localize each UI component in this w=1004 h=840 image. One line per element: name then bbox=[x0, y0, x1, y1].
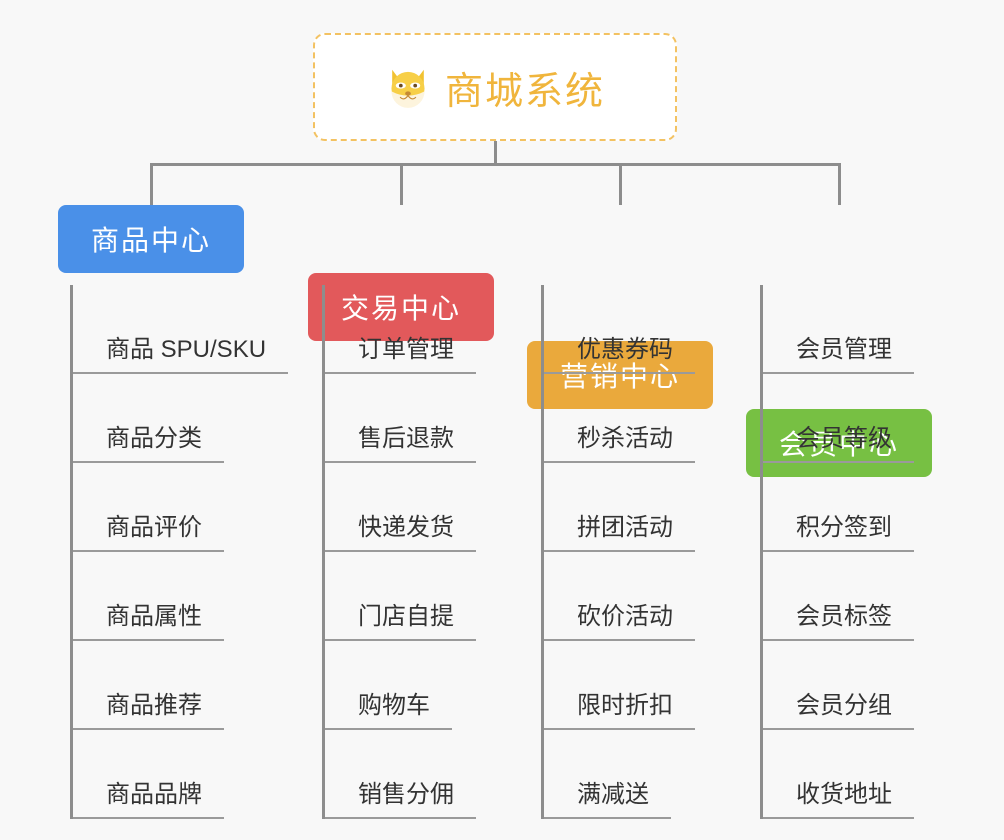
root-node[interactable]: 商城系统 bbox=[313, 33, 677, 141]
branch-label: 交易中心 bbox=[340, 293, 461, 324]
leaf-label: 砍价活动 bbox=[544, 605, 695, 641]
leaf-label: 满减送 bbox=[544, 783, 671, 819]
root-title: 商城系统 bbox=[444, 70, 605, 113]
leaf-label: 会员标签 bbox=[763, 605, 914, 641]
leaf-label: 商品属性 bbox=[73, 605, 224, 641]
branch-label: 商品中心 bbox=[90, 225, 211, 256]
connector-branch-drop-2 bbox=[400, 163, 403, 205]
branch-node-3[interactable]: 营销中心 bbox=[527, 341, 713, 409]
leaf-item[interactable]: 商品分类 bbox=[73, 374, 288, 463]
connector-branch-drop-1 bbox=[150, 163, 153, 205]
branch-node-2[interactable]: 交易中心 bbox=[308, 273, 494, 341]
leaf-item[interactable]: 订单管理 bbox=[325, 285, 476, 374]
leaf-item[interactable]: 拼团活动 bbox=[544, 463, 695, 552]
leaf-item[interactable]: 满减送 bbox=[544, 730, 695, 819]
leaf-label: 积分签到 bbox=[763, 516, 914, 552]
leaf-item[interactable]: 快递发货 bbox=[325, 463, 476, 552]
connector-branch-drop-3 bbox=[619, 163, 622, 205]
leaf-item[interactable]: 购物车 bbox=[325, 641, 476, 730]
connector-branch-drop-4 bbox=[838, 163, 841, 205]
branch-node-4[interactable]: 会员中心 bbox=[746, 409, 932, 477]
leaf-item[interactable]: 商品 SPU/SKU bbox=[73, 285, 289, 374]
leaf-label: 销售分佣 bbox=[325, 783, 476, 819]
branch-node-1[interactable]: 商品中心 bbox=[58, 205, 244, 273]
leaf-item[interactable]: 收货地址 bbox=[763, 730, 914, 819]
leaf-label: 门店自提 bbox=[325, 605, 476, 641]
leaf-label: 商品评价 bbox=[73, 516, 224, 552]
leaf-label: 会员分组 bbox=[763, 694, 914, 730]
leaf-item[interactable]: 商品品牌 bbox=[73, 730, 288, 819]
leaf-list-1: 商品 SPU/SKU 商品分类商品评价商品属性商品推荐商品品牌 bbox=[70, 285, 289, 819]
leaf-item[interactable]: 门店自提 bbox=[325, 552, 476, 641]
branch-label: 营销中心 bbox=[559, 361, 680, 392]
leaf-item[interactable]: 秒杀活动 bbox=[544, 374, 695, 463]
leaf-item[interactable]: 商品评价 bbox=[73, 463, 288, 552]
leaf-item[interactable]: 会员等级 bbox=[763, 374, 914, 463]
leaf-label: 商品分类 bbox=[73, 427, 224, 463]
leaf-item[interactable]: 限时折扣 bbox=[544, 641, 695, 730]
leaf-label: 售后退款 bbox=[325, 427, 476, 463]
leaf-label: 商品品牌 bbox=[73, 783, 224, 819]
leaf-label: 收货地址 bbox=[763, 783, 914, 819]
leaf-label: 拼团活动 bbox=[544, 516, 695, 552]
branch-label: 会员中心 bbox=[778, 429, 899, 460]
leaf-label: 快递发货 bbox=[325, 516, 476, 552]
leaf-label: 优惠券码 bbox=[544, 338, 695, 374]
leaf-list-2: 订单管理售后退款快递发货门店自提购物车销售分佣 bbox=[322, 285, 476, 819]
leaf-list-3: 优惠券码秒杀活动拼团活动砍价活动限时折扣满减送 bbox=[541, 285, 695, 819]
leaf-list-4: 会员管理会员等级积分签到会员标签会员分组收货地址 bbox=[760, 285, 914, 819]
leaf-item[interactable]: 销售分佣 bbox=[325, 730, 476, 819]
leaf-item[interactable]: 会员管理 bbox=[763, 285, 914, 374]
leaf-label: 订单管理 bbox=[325, 338, 476, 374]
leaf-item[interactable]: 砍价活动 bbox=[544, 552, 695, 641]
dog-face-icon bbox=[385, 64, 431, 110]
leaf-label: 商品推荐 bbox=[73, 694, 224, 730]
connector-root-stem bbox=[494, 141, 497, 166]
leaf-item[interactable]: 会员标签 bbox=[763, 552, 914, 641]
connector-bus bbox=[150, 163, 841, 166]
leaf-item[interactable]: 售后退款 bbox=[325, 374, 476, 463]
leaf-label: 限时折扣 bbox=[544, 694, 695, 730]
leaf-label: 购物车 bbox=[325, 694, 452, 730]
leaf-item[interactable]: 积分签到 bbox=[763, 463, 914, 552]
leaf-label: 会员等级 bbox=[763, 427, 914, 463]
leaf-item[interactable]: 会员分组 bbox=[763, 641, 914, 730]
leaf-item[interactable]: 优惠券码 bbox=[544, 285, 695, 374]
leaf-label: 秒杀活动 bbox=[544, 427, 695, 463]
leaf-label: 会员管理 bbox=[763, 338, 914, 374]
leaf-item[interactable]: 商品推荐 bbox=[73, 641, 288, 730]
leaf-item[interactable]: 商品属性 bbox=[73, 552, 288, 641]
leaf-label: 商品 SPU/SKU bbox=[73, 338, 289, 374]
